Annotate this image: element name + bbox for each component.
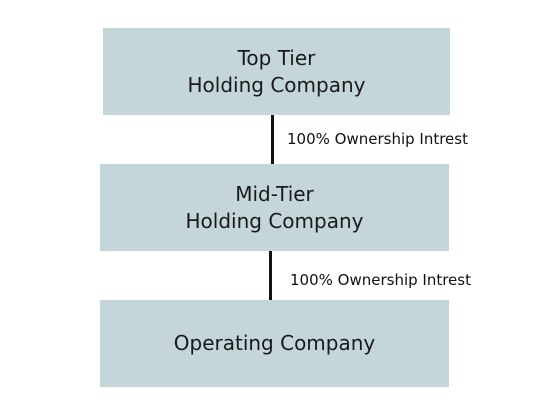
node-operating-company: Operating Company <box>100 300 449 387</box>
edge-label-mid-to-operating: 100% Ownership Intrest <box>290 271 471 289</box>
connector-top-to-mid <box>271 115 274 164</box>
node-mid-tier-holding-company: Mid-Tier Holding Company <box>100 164 449 251</box>
connector-mid-to-operating <box>269 251 272 300</box>
node-mid-line-1: Mid-Tier <box>235 181 314 206</box>
node-mid-line-2: Holding Company <box>185 208 364 233</box>
node-top-line-2: Holding Company <box>187 72 366 97</box>
node-top-line-1: Top Tier <box>237 45 316 70</box>
node-op-line-1: Operating Company <box>173 331 376 355</box>
edge-label-top-to-mid: 100% Ownership Intrest <box>287 130 468 148</box>
node-top-tier-holding-company: Top Tier Holding Company <box>103 28 450 115</box>
